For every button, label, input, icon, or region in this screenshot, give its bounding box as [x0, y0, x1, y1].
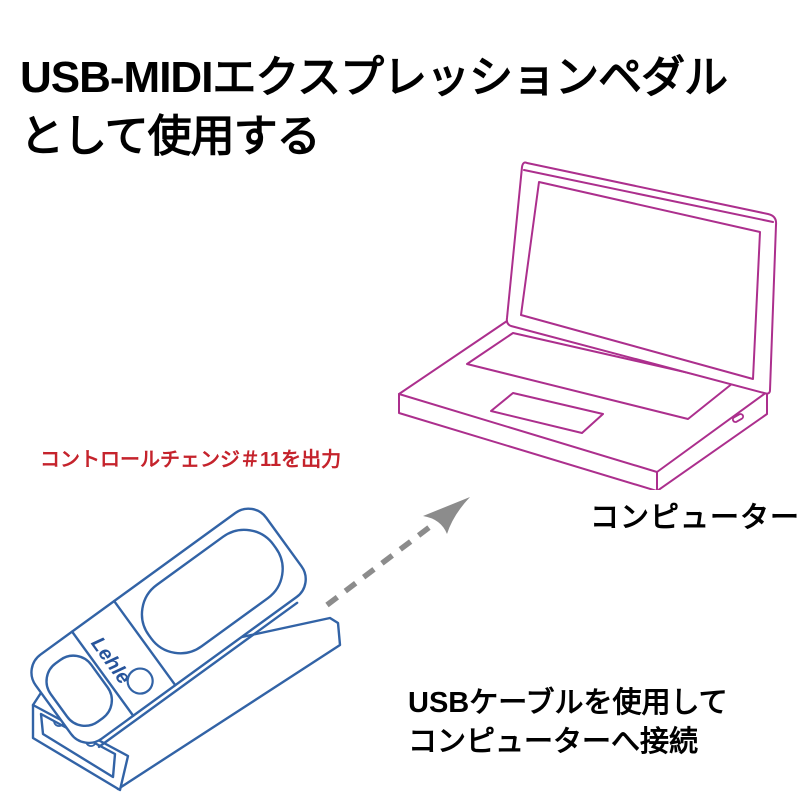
pedal-toe-pad: [140, 528, 284, 655]
pedal-illustration: Lehle: [30, 507, 342, 792]
pedal-output-label: コントロールチェンジ＃11を出力: [40, 449, 342, 471]
pedal-logo-band: [70, 599, 177, 717]
laptop-lid-edge: [523, 169, 774, 223]
pedal-treadle: [30, 507, 307, 745]
laptop-usb-port-icon: [732, 413, 744, 423]
laptop-screen: [520, 181, 761, 380]
pedal-treadle-thickness: [97, 601, 299, 749]
laptop-base-side: [398, 391, 768, 490]
connection-note-line2: コンピューターへ接続: [408, 726, 699, 758]
connection-note: USBケーブルを使用して コンピューターへ接続: [408, 684, 728, 762]
pedal-knob-icon: [126, 667, 154, 695]
arrow-head: [423, 497, 470, 534]
page-title-line1: USB-MIDIエクスプレッションペダル: [20, 53, 728, 102]
connection-note-line1: USBケーブルを使用して: [408, 687, 728, 719]
pedal-heel-pad: [45, 654, 114, 728]
laptop-illustration: [398, 161, 778, 490]
computer-label: コンピューター: [590, 502, 800, 534]
page-title-line2: として使用する: [20, 112, 321, 161]
usb-connection-arrow-icon: [325, 497, 470, 608]
arrow-dashed-line: [325, 520, 437, 608]
page-title: USB-MIDIエクスプレッションペダル として使用する: [20, 48, 728, 166]
laptop-trackpad: [490, 392, 604, 434]
